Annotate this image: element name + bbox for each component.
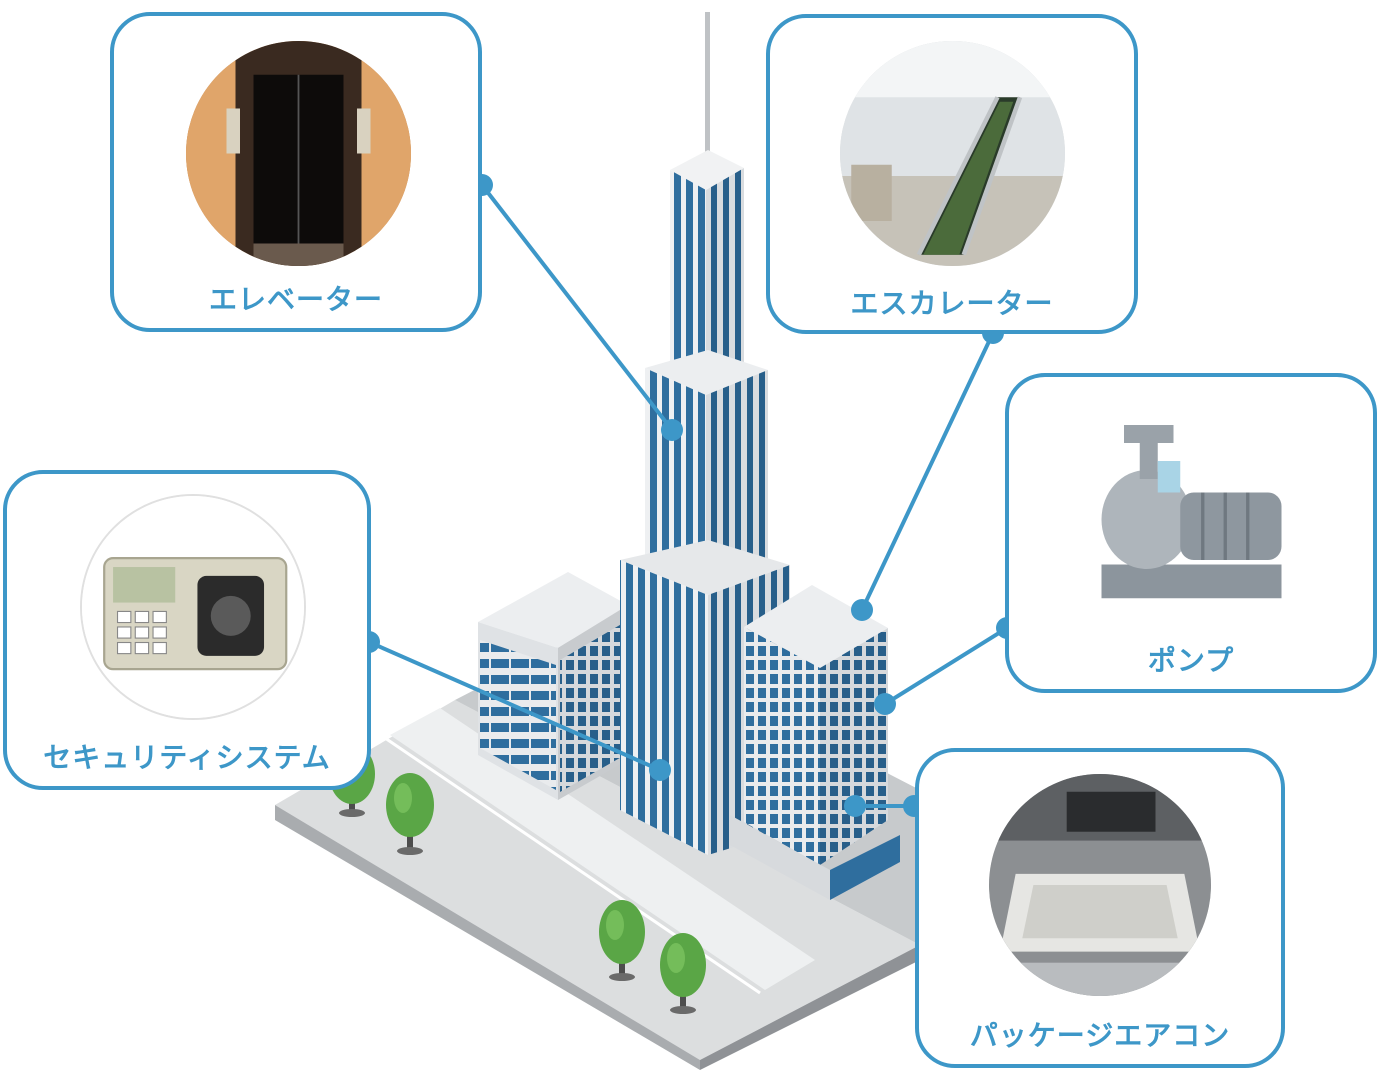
elevator-label: エレベーター — [208, 283, 383, 316]
connector-lines — [368, 183, 1009, 808]
escalator-photo-icon — [840, 41, 1065, 266]
security-card: セキュリティシステム — [3, 470, 371, 790]
pump-label: ポンプ — [1147, 644, 1235, 677]
aircon-card: パッケージエアコン — [915, 748, 1285, 1068]
aircon-label: パッケージエアコン — [969, 1019, 1231, 1052]
tree — [599, 900, 645, 981]
right-office-building — [730, 585, 900, 900]
escalator-card: エスカレーター — [766, 14, 1138, 334]
security-label: セキュリティシステム — [43, 741, 331, 774]
elevator-photo-icon — [186, 41, 411, 266]
low-office-building — [478, 572, 628, 800]
security-terminal-photo-icon — [80, 494, 306, 720]
escalator-label: エスカレーター — [850, 287, 1054, 320]
elevator-card: エレベーター — [110, 12, 482, 332]
pump-card: ポンプ — [1005, 373, 1377, 693]
tree — [660, 933, 706, 1014]
pump-photo-icon — [1079, 407, 1304, 632]
ceiling-air-conditioner-photo-icon — [989, 774, 1211, 996]
tree — [386, 773, 434, 855]
